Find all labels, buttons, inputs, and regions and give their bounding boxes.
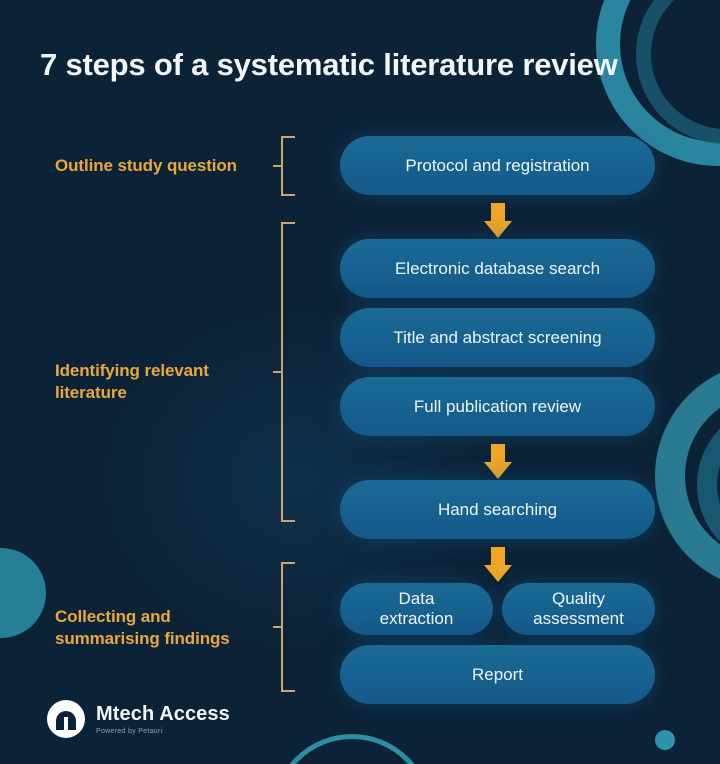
decorative-circle-left [0, 548, 46, 638]
decorative-dot-bottom-right [655, 730, 675, 750]
bracket-phase-1 [281, 136, 295, 196]
phase-label-collecting-summarising-findings: Collecting and summarising findings [55, 607, 230, 649]
step-data-extraction[interactable]: Data extraction [340, 583, 493, 635]
mtech-logo-icon [47, 700, 85, 738]
arrow-down-icon-2 [340, 436, 655, 480]
phase-label-outline-study-question: Outline study question [55, 156, 237, 175]
flow-column: Protocol and registration Electronic dat… [340, 136, 655, 704]
step-label-line-1: Quality [552, 588, 605, 608]
arrow-down-icon-3 [340, 539, 655, 583]
spacer [340, 298, 655, 308]
arrow-down-icon-1 [340, 195, 655, 239]
step-label-line-2: extraction [379, 609, 454, 628]
arrow-shaft [490, 203, 505, 223]
arrow-head [483, 221, 512, 238]
arrow-head [483, 462, 512, 479]
step-label-line-2: assessment [533, 609, 624, 628]
step-electronic-database-search[interactable]: Electronic database search [340, 239, 655, 298]
spacer [340, 635, 655, 645]
page-title: 7 steps of a systematic literature revie… [40, 47, 618, 82]
spacer [340, 367, 655, 377]
arrow-shaft [490, 547, 505, 567]
bracket-phase-2 [281, 222, 295, 522]
decorative-ring-top-right-inner [636, 0, 720, 144]
step-hand-searching[interactable]: Hand searching [340, 480, 655, 539]
step-label: Electronic database search [394, 258, 601, 278]
step-label: Full publication review [413, 396, 582, 416]
step-label: Report [471, 664, 524, 684]
brand-tagline: Powered by Petauri [96, 727, 163, 735]
step-label-line-1: Data [398, 588, 435, 608]
step-quality-assessment[interactable]: Quality assessment [502, 583, 655, 635]
bracket-phase-3 [281, 562, 295, 692]
phase-label-identifying-relevant-literature: Identifying relevant literature [55, 361, 209, 403]
step-full-publication-review[interactable]: Full publication review [340, 377, 655, 436]
logo-arch-gap [64, 717, 68, 730]
step-row-extraction-quality: Data extraction Quality assessment [340, 583, 655, 635]
decorative-ring-right [655, 362, 720, 590]
step-title-and-abstract-screening[interactable]: Title and abstract screening [340, 308, 655, 367]
step-protocol-and-registration[interactable]: Protocol and registration [340, 136, 655, 195]
step-label: Hand searching [437, 499, 558, 519]
brand-logo[interactable]: Mtech Access Powered by Petauri [47, 700, 230, 738]
brand-name: Mtech Access [96, 702, 230, 725]
arrow-head [483, 565, 512, 582]
decorative-ring-bottom-center [272, 734, 432, 764]
decorative-ring-right-inner [697, 404, 720, 566]
step-label: Protocol and registration [405, 155, 590, 175]
step-label: Title and abstract screening [393, 327, 602, 347]
arrow-shaft [490, 444, 505, 464]
step-report[interactable]: Report [340, 645, 655, 704]
brand-text-block: Mtech Access Powered by Petauri [96, 704, 230, 735]
